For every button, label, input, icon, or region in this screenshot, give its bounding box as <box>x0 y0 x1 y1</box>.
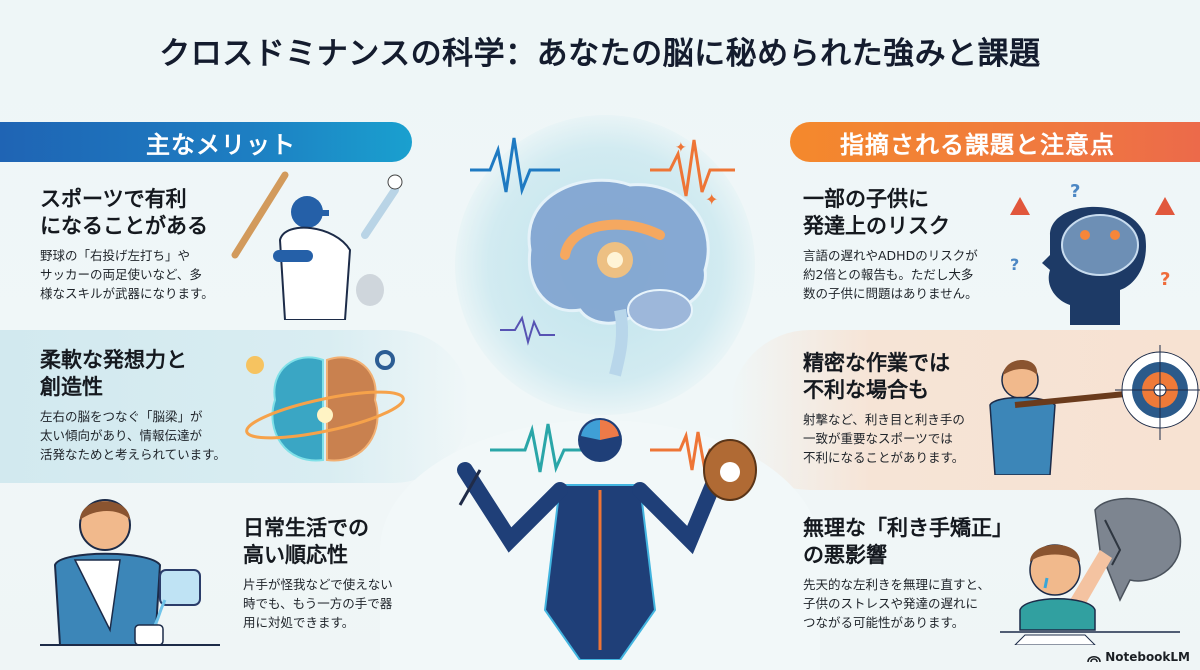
challenge-precision-heading: 精密な作業では 不利な場合も <box>803 351 950 402</box>
benefit-adaptability-body: 片手が怪我などで使えない 時でも、もう一方の手で器 用に対処できます。 <box>243 577 393 630</box>
body-nervous-system-illustration <box>457 418 757 660</box>
page-title: クロスドミナンスの科学：あなたの脳に秘められた強みと課題 <box>159 36 1041 72</box>
benefit-adaptability: 日常生活での 高い順応性 片手が怪我などで使えない 時でも、もう一方の手で器 用… <box>243 515 413 632</box>
crying-child-writing-illustration <box>1000 497 1182 645</box>
challenge-development-body: 言語の遅れやADHDのリスクが 約2倍との報告も。ただし大多 数の子供に問題はあ… <box>803 248 978 301</box>
svg-text:✦: ✦ <box>705 190 718 209</box>
svg-text:?: ? <box>1160 269 1170 290</box>
svg-text:?: ? <box>1070 181 1080 202</box>
baseball-batter-illustration <box>231 171 403 320</box>
man-pouring-water-illustration <box>40 499 220 646</box>
challenge-correction-body: 先天的な左利きを無理に直すと、 子供のストレスや発達の遅れに つながる可能性があ… <box>803 577 991 630</box>
benefits-header-label: 主なメリット <box>146 130 296 159</box>
brand-label: NotebookLM <box>1105 650 1190 664</box>
woman-shooting-target-illustration <box>989 345 1200 475</box>
challenge-precision-body: 射撃など、利き目と利き手の 一致が重要なスポーツでは 不利になることがあります。 <box>803 412 965 465</box>
right-middle-band <box>730 330 1200 490</box>
benefits-header: 主なメリット <box>0 122 412 162</box>
challenge-development-risk: 一部の子供に 発達上のリスク 言語の遅れやADHDのリスクが 約2倍との報告も。… <box>803 186 1043 303</box>
svg-text:?: ? <box>1010 255 1019 274</box>
benefit-creativity-body: 左右の脳をつなぐ「脳梁」が 太い傾向があり、情報伝達が 活発なためと考えられてい… <box>40 409 226 462</box>
notebooklm-logo-icon <box>1087 655 1101 663</box>
challenge-forced-correction: 無理な「利き手矯正」 の悪影響 先天的な左利きを無理に直すと、 子供のストレスや… <box>803 515 1043 632</box>
challenges-header: 指摘される課題と注意点 <box>790 122 1200 162</box>
svg-text:✦: ✦ <box>675 140 687 156</box>
benefit-sports-body: 野球の「右投げ左打ち」や サッカーの両足使いなど、多 様なスキルが武器になります… <box>40 248 214 301</box>
benefit-sports: スポーツで有利 になることがある 野球の「右投げ左打ち」や サッカーの両足使いな… <box>40 186 300 303</box>
notebooklm-brand: NotebookLM <box>1087 650 1190 664</box>
benefit-creativity-heading: 柔軟な発想力と 創造性 <box>40 348 187 399</box>
challenges-header-label: 指摘される課題と注意点 <box>840 130 1115 159</box>
challenge-development-heading: 一部の子供に 発達上のリスク <box>803 187 950 238</box>
benefit-sports-heading: スポーツで有利 になることがある <box>40 187 208 238</box>
challenge-correction-heading: 無理な「利き手矯正」 の悪影響 <box>803 516 1013 567</box>
benefit-adaptability-heading: 日常生活での 高い順応性 <box>243 516 369 567</box>
child-head-brain-warning-illustration: ? ? ? <box>1010 181 1175 325</box>
two-hemisphere-brain-illustration <box>245 350 405 462</box>
challenge-precision-tasks: 精密な作業では 不利な場合も 射撃など、利き目と利き手の 一致が重要なスポーツで… <box>803 350 1023 467</box>
benefit-creativity: 柔軟な発想力と 創造性 左右の脳をつなぐ「脳梁」が 太い傾向があり、情報伝達が … <box>40 347 300 464</box>
brain-illustration: ✦ ✦ <box>470 137 735 377</box>
